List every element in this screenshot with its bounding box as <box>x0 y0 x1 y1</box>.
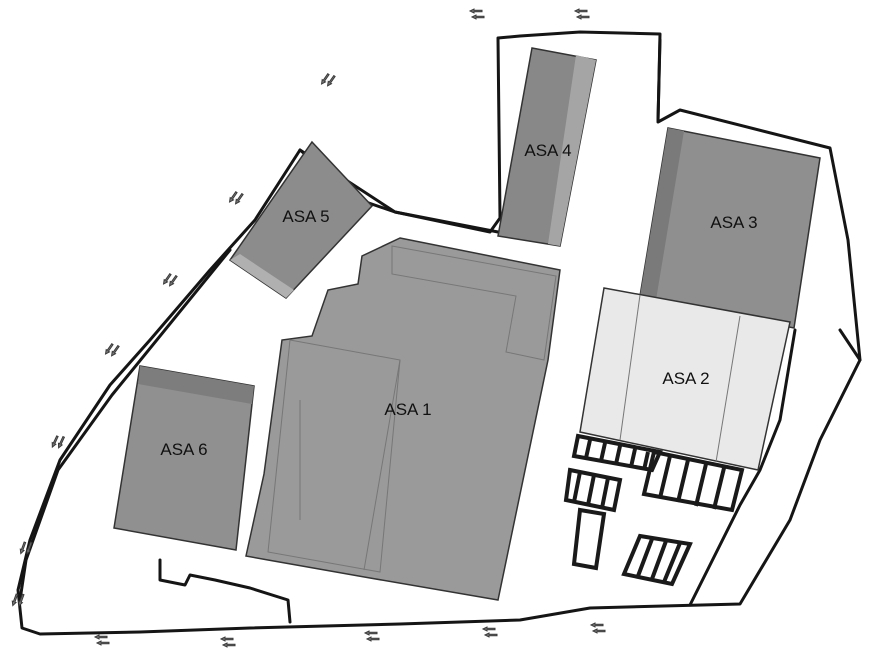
building-asa-1[interactable]: ASA 1 <box>245 237 561 601</box>
double-arrow-icon <box>320 73 336 87</box>
double-arrow-icon <box>93 634 110 646</box>
building-label: ASA 2 <box>662 369 709 388</box>
entrance-markers <box>11 8 606 648</box>
road-line <box>688 328 797 607</box>
site-perimeter <box>16 30 862 636</box>
double-arrow-icon <box>363 630 380 642</box>
double-arrow-icon <box>468 8 485 20</box>
double-arrow-icon <box>11 593 25 607</box>
double-arrow-icon <box>481 626 498 638</box>
building-label: ASA 6 <box>160 440 207 459</box>
building-label: ASA 1 <box>384 400 431 419</box>
building-label: ASA 3 <box>710 213 757 232</box>
double-arrow-icon <box>51 435 66 449</box>
double-arrow-icon <box>573 8 590 20</box>
hatched-structure <box>563 433 745 587</box>
double-arrow-icon <box>219 636 236 648</box>
double-arrow-icon <box>228 191 244 205</box>
building-label: ASA 5 <box>282 207 329 226</box>
road-line <box>18 248 232 602</box>
building-asa-3[interactable]: ASA 3 <box>639 127 821 329</box>
building-asa-5[interactable]: ASA 5 <box>228 140 374 299</box>
double-arrow-icon <box>589 622 606 634</box>
road-line <box>656 38 662 122</box>
road-line <box>838 328 862 362</box>
double-arrow-icon <box>19 541 33 555</box>
double-arrow-icon <box>162 273 178 287</box>
building-asa-6[interactable]: ASA 6 <box>113 365 255 551</box>
double-arrow-icon <box>104 343 120 357</box>
building-asa-2[interactable]: ASA 2 <box>579 287 791 471</box>
building-asa-4[interactable]: ASA 4 <box>497 47 597 247</box>
building-label: ASA 4 <box>524 141 571 160</box>
road-line <box>158 558 292 624</box>
